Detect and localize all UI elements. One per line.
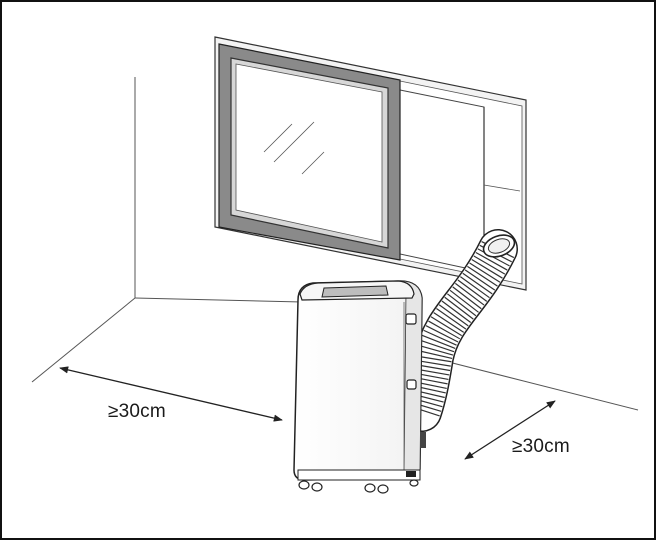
left-clearance-label: ≥30cm	[108, 401, 166, 422]
left-clearance-arrow	[59, 366, 283, 422]
floor-left-edge	[31, 297, 136, 383]
room-walls	[31, 77, 639, 411]
floor-back-edge-right	[416, 353, 639, 411]
window-frame	[214, 36, 527, 291]
side-clearance-arrow	[464, 400, 556, 460]
portable-air-conditioner	[293, 280, 426, 494]
exhaust-hose	[402, 229, 518, 432]
side-clearance-label: ≥30cm	[512, 436, 570, 457]
floor-back-edge-left	[134, 297, 303, 303]
clearance-arrows	[59, 366, 556, 460]
